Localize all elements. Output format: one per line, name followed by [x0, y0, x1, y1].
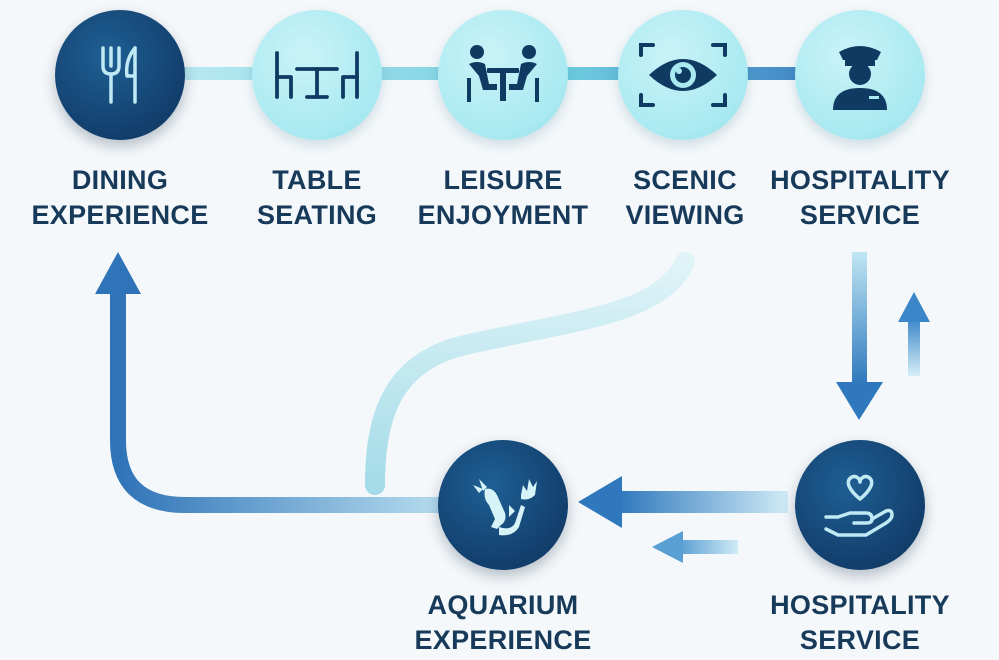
scenic-label-line1: SCENIC	[633, 165, 737, 195]
aquatic-creature-icon	[473, 479, 537, 536]
aquarium-label-line2: EXPERIENCE	[414, 625, 592, 655]
hospitality-top-label-line1: HOSPITALITY	[770, 165, 950, 195]
scenic-viewing-label: SCENIC VIEWING	[580, 163, 790, 233]
hospitality-top-label-line2: SERVICE	[799, 200, 921, 230]
table-seating-label: TABLE SEATING	[212, 163, 422, 233]
table-label-line2: SEATING	[256, 200, 378, 230]
return-arrowhead	[95, 252, 141, 294]
hospitality-bottom-label-line2: SERVICE	[799, 625, 921, 655]
leisure-enjoyment-node	[438, 10, 568, 140]
left-arrow-shaft	[618, 491, 788, 513]
hospitality-service-bottom-label: HOSPITALITY SERVICE	[755, 588, 965, 658]
return-loop-line	[110, 290, 440, 513]
dining-experience-node	[55, 10, 185, 140]
leisure-label-line2: ENJOYMENT	[417, 200, 589, 230]
dining-label-line2: EXPERIENCE	[31, 200, 209, 230]
left-arrow-small-shaft	[680, 540, 738, 554]
down-arrow-shaft	[852, 252, 867, 384]
table-chairs-icon	[275, 51, 359, 99]
up-arrowhead	[898, 292, 930, 322]
leisure-enjoyment-label: LEISURE ENJOYMENT	[398, 163, 608, 233]
up-arrow-shaft	[908, 318, 920, 376]
eye-icon	[639, 43, 727, 107]
scenic-viewing-node	[618, 10, 748, 140]
hospitality-service-top-node	[795, 10, 925, 140]
hospitality-service-top-label: HOSPITALITY SERVICE	[755, 163, 965, 233]
fork-knife-icon	[101, 46, 137, 104]
aquarium-label-line1: AQUARIUM	[427, 590, 579, 620]
table-label-line1: TABLE	[272, 165, 362, 195]
dining-label-line1: DINING	[71, 165, 169, 195]
hand-heart-icon	[824, 474, 894, 537]
aquarium-experience-label: AQUARIUM EXPERIENCE	[398, 588, 608, 658]
left-arrowhead	[578, 476, 622, 528]
table-seating-node	[252, 10, 382, 140]
down-arrowhead	[836, 382, 883, 420]
hospitality-bottom-label-line1: HOSPITALITY	[770, 590, 950, 620]
dining-experience-label: DINING EXPERIENCE	[15, 163, 225, 233]
aquarium-experience-node	[438, 440, 568, 570]
attendant-icon	[833, 46, 887, 110]
leisure-label-line1: LEISURE	[443, 165, 563, 195]
people-at-table-icon	[467, 45, 539, 102]
scenic-curve-connector	[365, 252, 695, 495]
scenic-label-line2: VIEWING	[625, 200, 745, 230]
left-arrowhead-small	[652, 531, 683, 563]
hospitality-service-bottom-node	[795, 440, 925, 570]
